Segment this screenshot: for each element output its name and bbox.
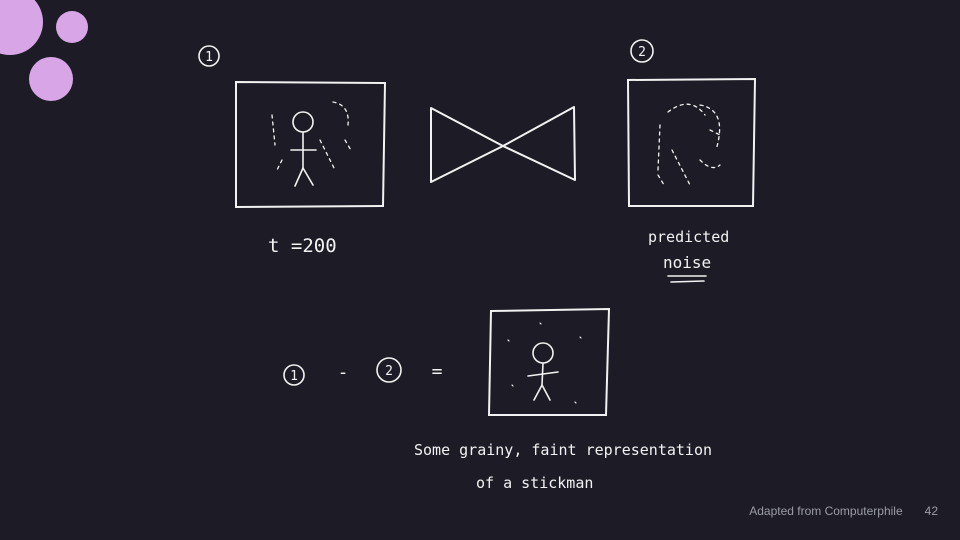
noisy-image-panel — [235, 80, 387, 209]
predicted-noise-panel — [626, 77, 757, 207]
timestep-label: t =200 — [268, 235, 337, 257]
caption-line1: Some grainy, faint representation — [414, 441, 712, 459]
credit-text: Adapted from Computerphile — [749, 504, 903, 518]
caption-line2: of a stickman — [476, 474, 593, 492]
step1-marker-label: 1 — [205, 50, 213, 65]
bowtie-network-icon — [430, 106, 576, 183]
equation-left: 1 — [290, 369, 298, 384]
equation-equals: = — [432, 361, 443, 382]
equation-operator: - — [338, 362, 349, 383]
noise-pattern — [657, 103, 721, 186]
decorative-dots — [0, 0, 88, 101]
step2-marker-label: 2 — [638, 45, 646, 60]
decorative-dot-large — [0, 0, 43, 55]
slide-footer: Adapted from Computerphile 42 — [749, 504, 938, 518]
noise-underline — [667, 275, 707, 283]
decorative-dot-small — [56, 11, 88, 43]
equation: 1 - 2 = — [283, 357, 443, 386]
noise-speckles — [271, 101, 353, 171]
noise-label: noise — [663, 253, 711, 272]
decorative-dot-medium — [29, 57, 73, 101]
step2-marker: 2 — [630, 39, 654, 63]
page-number: 42 — [924, 504, 938, 518]
step1-marker: 1 — [198, 45, 220, 67]
equation-right: 2 — [385, 364, 393, 379]
result-panel — [487, 307, 611, 416]
predicted-label: predicted — [648, 228, 729, 246]
faint-speckles — [507, 322, 582, 404]
denoised-stickman-figure — [527, 342, 559, 401]
stickman-figure — [290, 111, 317, 187]
